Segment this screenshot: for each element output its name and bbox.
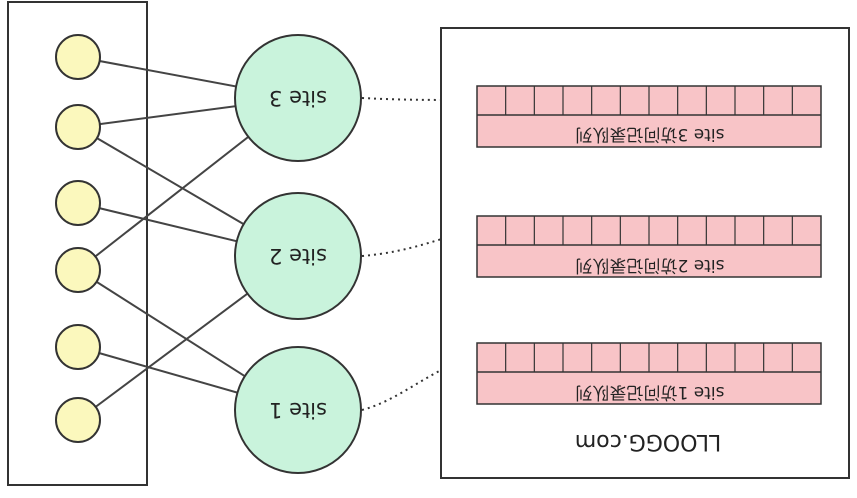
user-nodes [55,34,101,443]
queue-label: site 2访问记录队列 [576,255,725,275]
queue-site1 [476,342,822,405]
queue-label: site 1访问记录队列 [576,382,725,402]
queue-site2 [476,215,822,278]
user-node [55,180,101,226]
site-node-label: site 3 [269,86,327,110]
user-node [55,397,101,443]
user-node [55,34,101,80]
dotted-arrows [361,89,472,411]
user-node [55,104,101,150]
site-node-site3: site 3 [234,34,362,162]
user-node [55,247,101,293]
site-node-site2: site 2 [234,192,362,320]
queue-label: site 3访问记录队列 [576,124,725,144]
queue-site3 [476,85,822,148]
site-node-label: site 1 [269,398,327,422]
arrow-site2-queue [361,226,472,257]
user-node [55,324,101,370]
site-node-site1: site 1 [234,346,362,474]
arrow-site1-queue [361,354,472,411]
site-node-label: site 2 [269,244,327,268]
brand-label: LLOOGG.com [575,429,721,454]
